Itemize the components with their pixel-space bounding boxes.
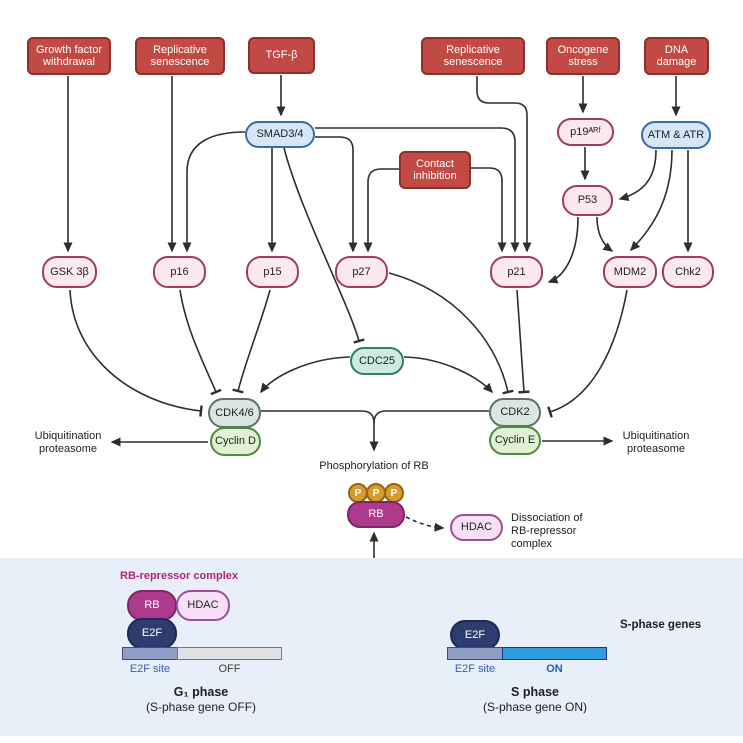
node-atm-atr: ATM & ATR [641,121,711,149]
label-ubiquitination-left: Ubiquitination proteasome [34,430,102,455]
box-replicative-senescence-left: Replicative senescence [135,37,225,75]
arrow-atm-to-mdm2 [629,149,673,252]
arrow-p53-to-mdm2 [596,216,614,252]
tbar-gsk3b-to-cdk46 [69,289,203,417]
tbar-p21-to-cdk2 [516,289,530,394]
label-rb-repressor-complex: RB-repressor complex [120,570,238,582]
label-g1-caption: (S-phase gene OFF) [145,700,257,714]
arrow-atm-to-p53 [618,149,657,201]
node-cdc25: CDC25 [350,347,404,375]
tbar-p16-to-cdk46 [179,289,222,396]
arrow-cdc25-to-cdk46 [260,356,351,394]
label-s-phase-genes: S-phase genes [620,619,702,631]
phospho-p-icon: P [348,483,368,503]
node-p15: p15 [246,256,299,288]
arrow-contact-to-p21 [471,167,507,253]
node-cdk2: CDK2 [489,398,541,427]
arrow-smad-to-p27 [315,136,358,253]
node-p21: p21 [490,256,543,288]
label-g1-phase: G₁ phase [173,685,229,699]
node-p16: p16 [153,256,206,288]
tbar-mdm2-to-cdk2 [547,289,628,418]
e2f-site-bar-g1 [122,647,178,660]
tbar-p27-to-cdk2 [388,272,514,395]
node-hdac-complex: HDAC [176,590,230,621]
label-s-caption: (S-phase gene ON) [482,700,588,714]
box-growth-factor-withdrawal: Growth factor withdrawal [27,37,111,75]
arrow-cdc25-to-cdk2 [403,356,494,394]
arrow-smad-to-p21 [315,127,520,253]
node-p53: P53 [562,185,613,216]
node-smad34: SMAD3/4 [245,121,315,148]
arrow-repsen2-to-p21 [476,76,532,253]
label-e2f-site-g1: E2F site [129,663,171,675]
label-e2f-site-s: E2F site [454,663,496,675]
arrow-p53-to-p21 [547,216,579,284]
box-oncogene-stress: Oncogene stress [546,37,620,75]
phospho-p-icon: P [366,483,386,503]
e2f-site-bar-s [447,647,503,660]
box-dna-damage: DNA damage [644,37,709,75]
label-dissociation: Dissociation of RB-repressor complex [511,512,583,550]
off-gene-bar [177,647,282,660]
node-cyclin-e: Cyclin E [489,426,541,455]
arrow-rb-to-hdac-dashed [405,516,445,532]
node-e2f-g1: E2F [127,618,177,649]
on-gene-bar [502,647,607,660]
node-mdm2: MDM2 [603,256,657,288]
arrow-smad-to-p16 [182,131,246,253]
label-s-phase: S phase [511,685,559,699]
node-rb-complex: RB [127,590,177,621]
box-tgf-beta: TGF-β [248,37,315,74]
label-phosphorylation-of-rb: Phosphorylation of RB [319,460,429,472]
label-ubiquitination-right: Ubiquitination proteasome [622,430,690,455]
label-off: OFF [218,663,241,675]
node-chk2: Chk2 [662,256,714,288]
node-p19arf: p19ᴬᴿᶠ [557,118,614,146]
box-replicative-senescence-right: Replicative senescence [421,37,525,75]
node-hdac-released: HDAC [450,514,503,541]
node-cyclin-d: Cyclin D [210,427,261,456]
phospho-p-icon: P [384,483,404,503]
label-on: ON [546,663,563,675]
node-cdk46: CDK4/6 [208,398,261,428]
node-e2f-s: E2F [450,620,500,650]
arrow-contact-to-p27 [363,168,399,253]
box-contact-inhibition: Contact inhibition [399,151,471,189]
tbar-p15-to-cdk46 [232,289,271,394]
arrow-cdk-junction-to-rb [261,410,379,452]
line-cdk2-junction [373,410,489,424]
node-gsk3b: GSK 3β [42,256,97,288]
node-p27: p27 [335,256,388,288]
node-rb-phosphorylated: RB [347,501,405,528]
tbar-smad-to-cdc25 [283,147,365,344]
